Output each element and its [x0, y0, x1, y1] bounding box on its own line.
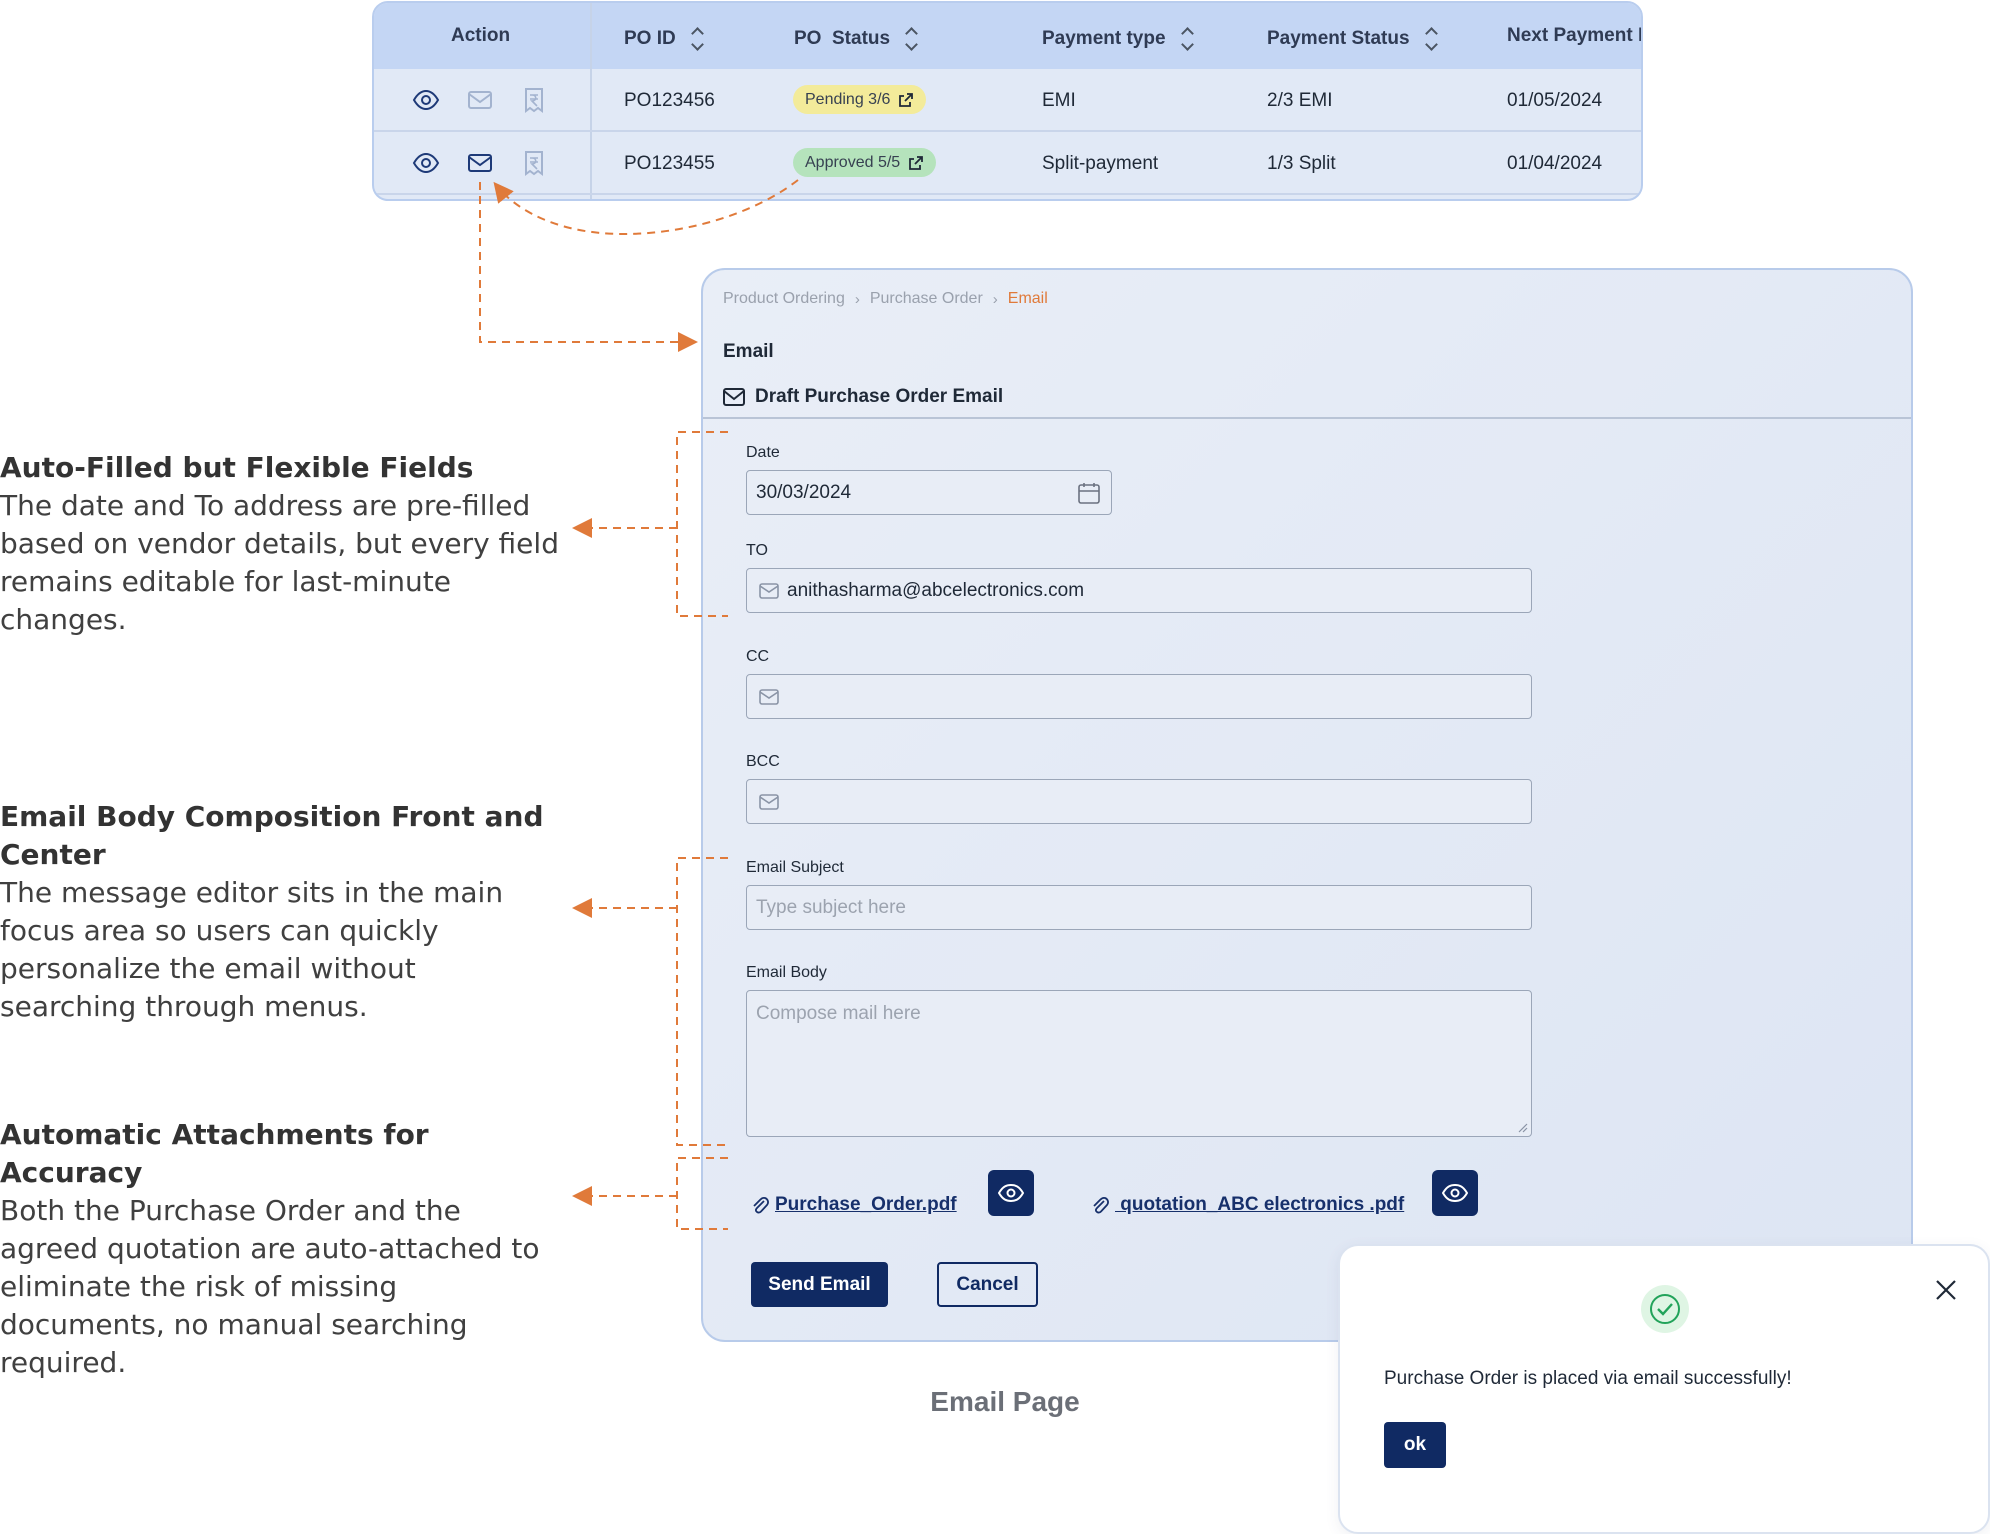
table-row: PO123455 Approved 5/5 Split-payment 1/3 … — [374, 132, 1641, 195]
annotation-title: Automatic Attachments for Accuracy — [0, 1118, 429, 1189]
sort-icon[interactable] — [1424, 25, 1438, 53]
header-po-id[interactable]: PO ID — [624, 25, 704, 53]
sort-icon[interactable] — [690, 25, 704, 53]
table-header: Action PO ID PO Status Payment type Paym… — [374, 3, 1641, 69]
calendar-icon[interactable] — [1077, 481, 1101, 505]
column-divider — [590, 3, 592, 199]
table-row: PO123456 Pending 3/6 EMI 2/3 EMI 01/05/2… — [374, 69, 1641, 132]
po-id-cell: PO123455 — [624, 153, 715, 174]
cc-field[interactable] — [746, 674, 1532, 719]
mail-icon — [759, 793, 779, 810]
status-badge[interactable]: Approved 5/5 — [793, 148, 937, 177]
divider — [703, 417, 1911, 419]
page-title: Email — [723, 341, 774, 362]
status-badge-label: Approved 5/5 — [805, 153, 901, 171]
close-icon[interactable] — [1934, 1278, 1958, 1302]
next-payment-cell: 01/04/2024 — [1507, 153, 1603, 174]
annotation-body: Both the Purchase Order and the agreed q… — [0, 1194, 540, 1379]
next-payment-cell: 01/05/2024 — [1507, 90, 1603, 111]
eye-icon[interactable] — [412, 86, 440, 114]
bcc-field[interactable] — [746, 779, 1532, 824]
payment-type-cell: Split-payment — [1042, 153, 1159, 174]
chevron-right-icon: › — [854, 290, 860, 308]
attachment-name[interactable]: quotation_ABC electronics .pdf — [1115, 1194, 1405, 1215]
preview-attachment-button[interactable] — [988, 1170, 1034, 1216]
date-field[interactable]: 30/03/2024 — [746, 470, 1112, 515]
cc-label: CC — [746, 648, 770, 665]
breadcrumb: Product Ordering › Purchase Order › Emai… — [723, 290, 1048, 308]
external-link-icon[interactable] — [908, 155, 924, 171]
ok-button[interactable]: ok — [1384, 1422, 1446, 1468]
status-badge[interactable]: Pending 3/6 — [793, 85, 927, 114]
section-title: Draft Purchase Order Email — [723, 386, 1003, 408]
annotation-autofill: Auto-Filled but Flexible Fields The date… — [0, 449, 560, 639]
mail-icon[interactable] — [466, 86, 494, 114]
success-check-icon — [1641, 1285, 1689, 1333]
resize-handle-icon[interactable] — [1516, 1121, 1528, 1133]
annotation-email-body: Email Body Composition Front and Center … — [0, 798, 560, 1026]
mail-icon[interactable] — [466, 149, 494, 177]
mail-icon — [759, 582, 779, 599]
body-label: Email Body — [746, 964, 827, 981]
to-field[interactable]: anithasharma@abcelectronics.com — [746, 568, 1532, 613]
annotation-body: The date and To address are pre-filled b… — [0, 489, 559, 636]
date-label: Date — [746, 444, 780, 461]
dialog-message: Purchase Order is placed via email succe… — [1384, 1368, 1792, 1389]
to-value: anithasharma@abcelectronics.com — [787, 579, 1085, 601]
page-caption: Email Page — [930, 1386, 1080, 1417]
date-value: 30/03/2024 — [756, 481, 852, 503]
annotation-body: The message editor sits in the main focu… — [0, 876, 504, 1023]
payment-status-cell: 2/3 EMI — [1267, 90, 1333, 111]
eye-icon — [998, 1184, 1024, 1202]
po-id-cell: PO123456 — [624, 90, 715, 111]
subject-label: Email Subject — [746, 859, 844, 876]
breadcrumb-current: Email — [1007, 290, 1048, 307]
email-panel: Product Ordering › Purchase Order › Emai… — [701, 268, 1913, 1342]
to-label: TO — [746, 542, 768, 559]
status-badge-label: Pending 3/6 — [805, 90, 891, 108]
header-action: Action — [451, 25, 511, 46]
subject-input[interactable]: Type subject here — [746, 885, 1532, 930]
annotation-title: Email Body Composition Front and Center — [0, 800, 544, 871]
attachment-link[interactable]: quotation_ABC electronics .pdf — [1091, 1194, 1404, 1216]
eye-icon[interactable] — [412, 149, 440, 177]
paperclip-icon — [1093, 1196, 1109, 1214]
annotation-attachments: Automatic Attachments for Accuracy Both … — [0, 1116, 560, 1382]
body-placeholder: Compose mail here — [756, 1003, 921, 1024]
body-textarea[interactable]: Compose mail here — [746, 990, 1532, 1137]
payment-type-cell: EMI — [1042, 90, 1076, 111]
header-payment-type[interactable]: Payment type — [1042, 25, 1194, 53]
sort-icon[interactable] — [1180, 25, 1194, 53]
rupee-receipt-icon[interactable] — [520, 149, 548, 177]
paperclip-icon — [753, 1196, 769, 1214]
po-table: Action PO ID PO Status Payment type Paym… — [372, 1, 1643, 201]
header-next-payment: Next Payment D — [1507, 25, 1643, 46]
send-email-button[interactable]: Send Email — [751, 1262, 888, 1307]
mail-icon — [759, 688, 779, 705]
success-dialog: Purchase Order is placed via email succe… — [1338, 1244, 1990, 1534]
header-po-status[interactable]: PO Status — [794, 25, 918, 53]
sort-icon[interactable] — [904, 25, 918, 53]
eye-icon — [1442, 1184, 1468, 1202]
payment-status-cell: 1/3 Split — [1267, 153, 1336, 174]
breadcrumb-item[interactable]: Purchase Order — [869, 290, 983, 307]
section-title-label: Draft Purchase Order Email — [755, 386, 1004, 407]
attachment-name[interactable]: Purchase_Order.pdf — [775, 1194, 957, 1215]
subject-placeholder: Type subject here — [756, 896, 906, 918]
bcc-label: BCC — [746, 753, 780, 770]
cancel-button[interactable]: Cancel — [937, 1262, 1038, 1307]
rupee-receipt-icon[interactable] — [520, 86, 548, 114]
connector-mail-to-panel — [479, 182, 698, 352]
chevron-right-icon: › — [992, 290, 998, 308]
preview-attachment-button[interactable] — [1432, 1170, 1478, 1216]
external-link-icon[interactable] — [898, 92, 914, 108]
mail-icon — [723, 388, 745, 406]
annotation-title: Auto-Filled but Flexible Fields — [0, 451, 474, 484]
header-payment-status[interactable]: Payment Status — [1267, 25, 1438, 53]
attachment-link[interactable]: Purchase_Order.pdf — [751, 1194, 957, 1216]
breadcrumb-item[interactable]: Product Ordering — [723, 290, 845, 307]
